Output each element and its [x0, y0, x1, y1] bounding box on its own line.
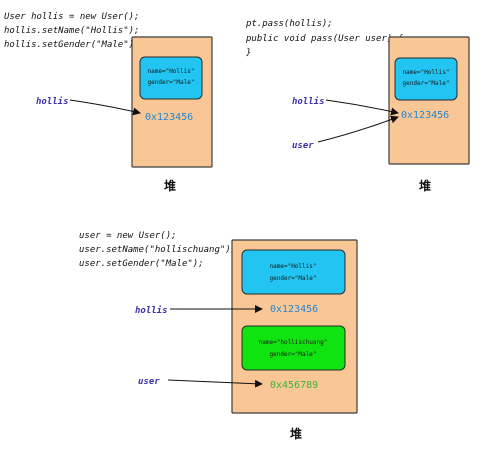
panel2-arrow-hollis — [325, 99, 399, 116]
panel3-object2-field-name: name="hollischuang" — [259, 339, 328, 346]
panel2-object-hollis — [394, 57, 458, 101]
panel1-code-line-2: hollis.setName("Hollis"); — [4, 26, 139, 36]
panel2-code-line-1: pt.pass(hollis); — [245, 19, 333, 29]
panel3-object-hollischuang — [241, 325, 346, 371]
panel2-address: 0x123456 — [401, 110, 449, 121]
panel1-address: 0x123456 — [145, 112, 193, 123]
panel2-code-line-2: public void pass(User user) { — [245, 34, 404, 44]
panel1-code-line-3: hollis.setGender("Male"); — [4, 40, 139, 50]
panel1-object-hollis — [139, 56, 203, 100]
panel-2: pt.pass(hollis); public void pass(User u… — [245, 19, 470, 193]
panel2-field-gender: gender="Male" — [403, 80, 450, 87]
panel3-code-line-3: user.setGender("Male"); — [79, 259, 204, 269]
panel1-heap-label: 堆 — [164, 178, 176, 193]
panel1-code-line-1: User hollis = new User(); — [4, 12, 139, 22]
panel3-object2-field-gender: gender="Male" — [270, 351, 317, 358]
panel3-arrow-user — [167, 379, 263, 388]
panel2-variable-hollis: hollis — [292, 96, 325, 107]
panel3-variable-user: user — [138, 377, 160, 387]
panel1-field-gender: gender="Male" — [148, 79, 195, 86]
panel2-heap-label: 堆 — [419, 178, 431, 193]
panel2-field-name: name="Hollis" — [403, 69, 450, 76]
panel3-heap-label: 堆 — [290, 426, 302, 441]
panel3-variable-hollis: hollis — [135, 305, 168, 316]
panel2-variable-user: user — [292, 141, 314, 151]
panel3-code-line-2: user.setName("hollischuang"); — [79, 245, 236, 255]
panel3-object1-field-name: name="Hollis" — [270, 263, 317, 270]
panel-1: User hollis = new User(); hollis.setName… — [4, 12, 213, 193]
panel3-code-line-1: user = new User(); — [79, 231, 177, 241]
panel3-address-2: 0x456789 — [270, 380, 318, 391]
panel-3: user = new User(); user.setName("hollisc… — [79, 231, 358, 441]
panel1-field-name: name="Hollis" — [148, 68, 195, 75]
panel3-object-hollis — [241, 249, 346, 295]
panel3-object1-field-gender: gender="Male" — [270, 275, 317, 282]
panel2-code-line-3: } — [245, 48, 251, 58]
panel1-variable-hollis: hollis — [36, 96, 69, 107]
panel1-arrow-hollis — [69, 99, 141, 116]
panel2-arrow-user — [317, 115, 399, 143]
panel3-address-1: 0x123456 — [270, 304, 318, 315]
